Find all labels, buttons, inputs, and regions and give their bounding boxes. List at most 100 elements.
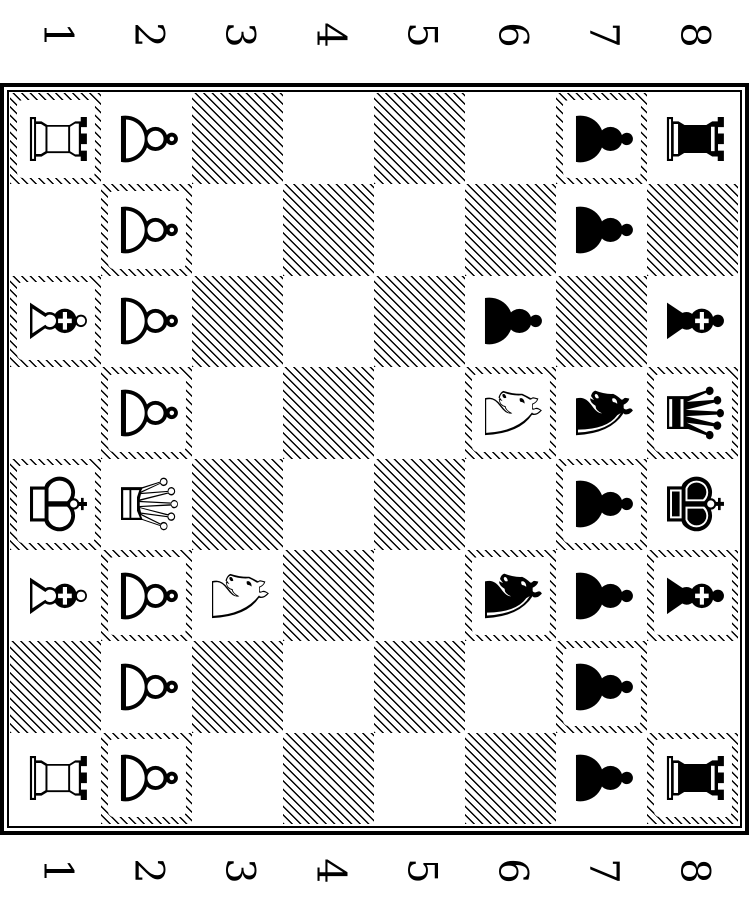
board-square[interactable]: ♙: [101, 550, 192, 641]
board-square[interactable]: [10, 367, 101, 458]
board-square[interactable]: ♘: [465, 367, 556, 458]
board-square[interactable]: ♗: [10, 550, 101, 641]
white-pawn-icon[interactable]: ♙: [108, 283, 186, 361]
white-pawn-icon[interactable]: ♙: [108, 191, 186, 269]
board-square[interactable]: ♟: [465, 276, 556, 367]
board-square[interactable]: ♟: [556, 459, 647, 550]
white-bishop-icon[interactable]: ♗: [17, 283, 95, 361]
black-king-icon[interactable]: ♚: [654, 465, 732, 543]
black-knight-icon[interactable]: ♞: [563, 374, 641, 452]
board-square[interactable]: ♜: [647, 733, 738, 824]
board-square[interactable]: [374, 367, 465, 458]
white-king-icon[interactable]: ♔: [17, 465, 95, 543]
board-square[interactable]: [283, 641, 374, 732]
black-pawn-icon[interactable]: ♟: [472, 283, 550, 361]
white-bishop-icon[interactable]: ♗: [17, 557, 95, 635]
board-square[interactable]: [283, 550, 374, 641]
board-square[interactable]: ♟: [556, 733, 647, 824]
board-square[interactable]: [192, 641, 283, 732]
board-square[interactable]: [465, 93, 556, 184]
black-pawn-icon[interactable]: ♟: [563, 557, 641, 635]
board-square[interactable]: [192, 459, 283, 550]
board-square[interactable]: [192, 276, 283, 367]
board-square[interactable]: [647, 641, 738, 732]
black-rook-icon[interactable]: ♜: [654, 100, 732, 178]
board-square[interactable]: ♙: [101, 184, 192, 275]
board-square[interactable]: ♔: [10, 459, 101, 550]
board-square[interactable]: [192, 184, 283, 275]
board-square[interactable]: [465, 459, 556, 550]
white-queen-icon[interactable]: ♕: [108, 465, 186, 543]
black-queen-icon[interactable]: ♛: [654, 374, 732, 452]
black-pawn-icon[interactable]: ♟: [563, 191, 641, 269]
board-square[interactable]: [374, 641, 465, 732]
black-bishop-icon[interactable]: ♝: [654, 557, 732, 635]
board-square[interactable]: [374, 459, 465, 550]
white-pawn-icon[interactable]: ♙: [108, 739, 186, 817]
board-square[interactable]: ♟: [556, 550, 647, 641]
board-square[interactable]: ♟: [556, 184, 647, 275]
board-square[interactable]: [192, 367, 283, 458]
white-rook-icon[interactable]: ♖: [17, 100, 95, 178]
black-knight-icon[interactable]: ♞: [472, 557, 550, 635]
board-square[interactable]: ♝: [647, 276, 738, 367]
board-square[interactable]: [465, 641, 556, 732]
board-square[interactable]: [374, 733, 465, 824]
board-square[interactable]: [374, 276, 465, 367]
rank-label-6: 6: [467, 836, 558, 906]
board-square[interactable]: [374, 93, 465, 184]
white-rook-icon[interactable]: ♖: [17, 739, 95, 817]
board-square[interactable]: [465, 733, 556, 824]
board-square[interactable]: ♙: [101, 367, 192, 458]
board-square[interactable]: ♗: [10, 276, 101, 367]
board-square[interactable]: [192, 733, 283, 824]
white-pawn-icon[interactable]: ♙: [108, 557, 186, 635]
board-square[interactable]: ♟: [556, 93, 647, 184]
white-pawn-icon[interactable]: ♙: [108, 374, 186, 452]
board-square[interactable]: [283, 93, 374, 184]
board-square[interactable]: [192, 93, 283, 184]
board-square[interactable]: ♕: [101, 459, 192, 550]
chess-board[interactable]: ♖♙♟♜♙♟♗♙♟♝♙♘♞♛♔♕♟♚♗♙♘♞♟♝♙♟♖♙♟♜: [10, 93, 738, 824]
black-pawn-icon[interactable]: ♟: [563, 100, 641, 178]
board-square[interactable]: [465, 184, 556, 275]
board-square[interactable]: ♚: [647, 459, 738, 550]
black-pawn-icon[interactable]: ♟: [563, 739, 641, 817]
board-square[interactable]: [10, 641, 101, 732]
board-square[interactable]: [647, 184, 738, 275]
board-square[interactable]: ♞: [556, 367, 647, 458]
board-square[interactable]: [283, 459, 374, 550]
board-square[interactable]: [556, 276, 647, 367]
board-square[interactable]: ♙: [101, 733, 192, 824]
board-square[interactable]: ♖: [10, 93, 101, 184]
board-square[interactable]: [283, 733, 374, 824]
board-square[interactable]: ♖: [10, 733, 101, 824]
black-rook-icon[interactable]: ♜: [654, 739, 732, 817]
black-pawn-icon[interactable]: ♟: [563, 648, 641, 726]
board-square[interactable]: [374, 550, 465, 641]
board-square[interactable]: ♞: [465, 550, 556, 641]
board-square[interactable]: [283, 367, 374, 458]
board-square[interactable]: ♙: [101, 93, 192, 184]
rank-label-text: 2: [125, 858, 171, 883]
black-pawn-icon[interactable]: ♟: [563, 465, 641, 543]
board-square[interactable]: ♝: [647, 550, 738, 641]
board-square[interactable]: [283, 184, 374, 275]
board-square[interactable]: ♙: [101, 276, 192, 367]
white-pawn-icon[interactable]: ♙: [108, 648, 186, 726]
board-square[interactable]: [283, 276, 374, 367]
board-square[interactable]: ♜: [647, 93, 738, 184]
board-square[interactable]: ♘: [192, 550, 283, 641]
white-pawn-icon[interactable]: ♙: [108, 100, 186, 178]
white-knight-icon[interactable]: ♘: [199, 557, 277, 635]
board-square[interactable]: ♙: [101, 641, 192, 732]
rank-label-8: 8: [649, 0, 740, 70]
board-square[interactable]: [10, 184, 101, 275]
white-knight-icon[interactable]: ♘: [472, 374, 550, 452]
board-square[interactable]: ♛: [647, 367, 738, 458]
black-bishop-icon[interactable]: ♝: [654, 283, 732, 361]
rank-label-2: 2: [103, 836, 194, 906]
board-square[interactable]: [374, 184, 465, 275]
rank-label-6: 6: [467, 0, 558, 70]
board-square[interactable]: ♟: [556, 641, 647, 732]
